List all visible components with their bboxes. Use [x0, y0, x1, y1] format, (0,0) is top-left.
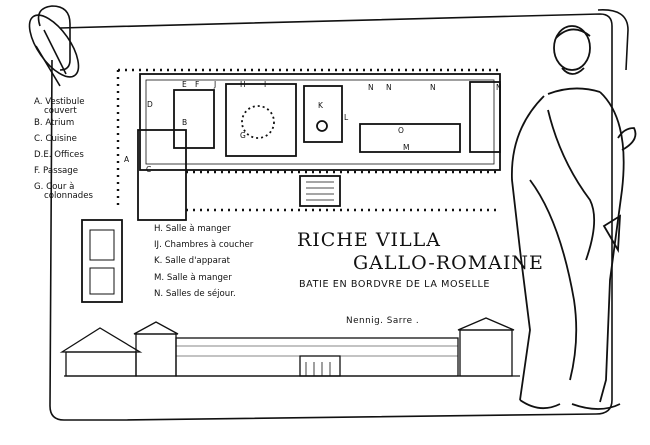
scroll-parchment — [28, 5, 629, 421]
roman-figure — [511, 25, 637, 410]
title-line-2: GALLO-ROMAINE — [353, 252, 544, 274]
svg-text:N: N — [386, 83, 392, 92]
villa-elevation — [59, 317, 520, 377]
svg-text:N: N — [496, 83, 502, 92]
svg-text:H: H — [240, 80, 246, 89]
svg-text:O: O — [398, 126, 404, 135]
svg-text:N: N — [430, 83, 436, 92]
legend-item: C. Cuisine — [34, 133, 77, 144]
legend-item: F. Passage — [34, 166, 79, 177]
svg-text:D: D — [147, 100, 153, 109]
svg-text:N: N — [368, 83, 374, 92]
legend-item: N. Salles de séjour. — [154, 288, 236, 299]
svg-text:F: F — [195, 80, 199, 89]
svg-text:B: B — [182, 118, 187, 127]
legend-item: B. Atrium — [34, 118, 75, 129]
svg-text:L: L — [344, 113, 349, 122]
svg-text:I: I — [264, 80, 266, 89]
svg-text:G: G — [240, 131, 246, 140]
legend-item-cont: couvert — [44, 106, 77, 117]
legend-item: IJ. Chambres à coucher — [154, 240, 254, 251]
title-line-3: BATIE EN BORDVRE DE LA MOSELLE — [299, 279, 491, 290]
svg-text:C: C — [146, 165, 151, 174]
svg-text:A: A — [124, 155, 130, 164]
room-letters: D E F J H I B G K L N N N N O M A C — [124, 80, 502, 174]
legend-item: H. Salle à manger — [154, 224, 231, 234]
legend-left: A. Vestibule couvert B. Atrium C. Cuisin… — [34, 96, 130, 203]
legend-item: M. Salle à manger — [154, 272, 232, 283]
title-line-1: RICHE VILLA — [297, 229, 442, 251]
svg-text:K: K — [318, 101, 324, 110]
legend-item: D.E. Offices — [34, 149, 84, 160]
svg-text:M: M — [403, 143, 409, 152]
legend-item: A. Vestibule — [34, 97, 85, 107]
legend-item: K. Salle d'apparat — [154, 256, 231, 267]
place-label: Nennig. Sarre . — [346, 316, 420, 326]
villa-plan — [81, 68, 501, 303]
legend-item: G. Cour à — [34, 182, 75, 193]
svg-text:J: J — [213, 80, 216, 89]
legend-item-cont: colonnades — [44, 191, 94, 202]
legend-rooms: H. Salle à manger IJ. Chambres à coucher… — [154, 221, 294, 302]
svg-text:E: E — [182, 80, 187, 89]
